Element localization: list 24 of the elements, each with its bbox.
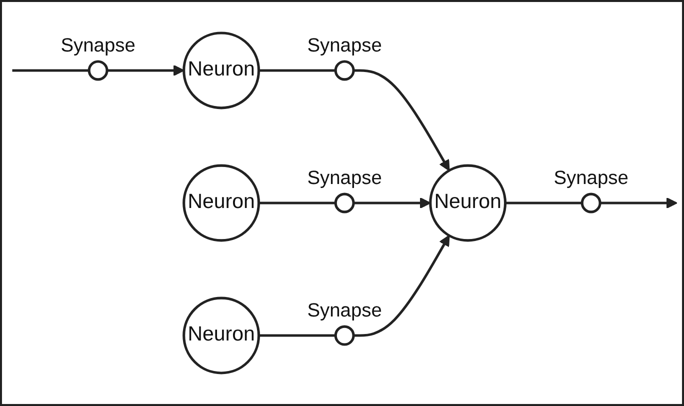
arrow (354, 197, 431, 209)
synapse-circle (334, 325, 355, 346)
synapse-circle (88, 60, 108, 81)
arrow (107, 64, 184, 76)
connector-line (12, 69, 90, 72)
arrow (600, 197, 678, 209)
arrow (354, 69, 450, 171)
synapse-label: Synapse (60, 35, 136, 56)
synapse-label: Synapse (554, 168, 628, 189)
neuron-circle: Neuron (182, 164, 260, 242)
connector-line (258, 334, 336, 337)
connector-line (258, 69, 336, 72)
synapse-label: Synapse (307, 300, 382, 322)
neuron-circle: Neuron (429, 164, 507, 242)
connector-line (258, 202, 336, 204)
arrow (354, 235, 450, 337)
synapse-label: Synapse (307, 168, 382, 189)
connector-line (505, 202, 582, 204)
synapse-label: Synapse (307, 35, 382, 56)
synapse-circle (334, 192, 355, 214)
synapse-circle (334, 60, 355, 81)
neuron-circle: Neuron (182, 296, 260, 374)
neuron-circle: Neuron (182, 32, 260, 110)
synapse-circle (580, 192, 602, 214)
